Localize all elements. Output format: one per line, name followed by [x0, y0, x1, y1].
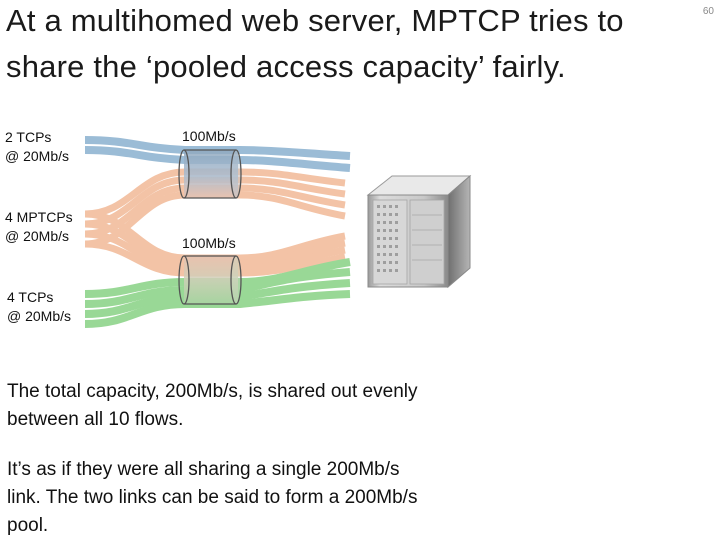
group-label-line: 4 MPTCPs [5, 209, 73, 225]
group-label-mptcp: 4 MPTCPs @ 20Mb/s [5, 208, 73, 246]
bottom-link-capacity-label: 100Mb/s [182, 235, 236, 251]
top-link-capacity-label: 100Mb/s [182, 128, 236, 144]
group-label-tcp-green: 4 TCPs @ 20Mb/s [7, 288, 71, 326]
group-label-line: @ 20Mb/s [5, 148, 70, 164]
slide-title: At a multihomed web server, MPTCP tries … [6, 3, 624, 84]
top-link-cylinder [178, 149, 242, 199]
group-label-line: 4 TCPs [7, 289, 54, 305]
group-label-line: @ 20Mb/s [5, 228, 70, 244]
server-tower-icon [366, 174, 472, 289]
group-label-tcp-blue: 2 TCPs @ 20Mb/s [5, 128, 69, 166]
paragraph-total-capacity: The total capacity, 200Mb/s, is shared o… [7, 381, 418, 430]
paragraph-pooling: It’s as if they were all sharing a singl… [7, 459, 418, 536]
page-number: 60 [702, 6, 714, 17]
bottom-link-cylinder [178, 255, 242, 305]
group-label-line: @ 20Mb/s [7, 308, 72, 324]
group-label-line: 2 TCPs [5, 129, 52, 145]
